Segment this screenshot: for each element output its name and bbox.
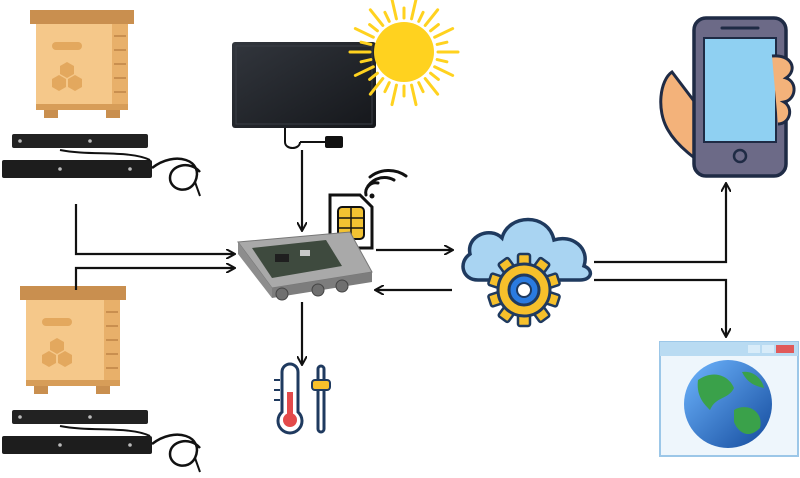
smartphone-icon <box>659 16 796 178</box>
cloud-gear-icon <box>461 217 593 328</box>
solar-panel-icon <box>232 42 376 149</box>
thermometer-icon <box>274 362 331 435</box>
beehive-top <box>30 10 134 118</box>
beehive-icon <box>20 286 126 394</box>
solar-panel <box>232 42 376 149</box>
wifi <box>364 169 408 199</box>
scale-bottom <box>2 410 201 473</box>
browser <box>659 341 799 457</box>
connectors <box>74 150 726 364</box>
controller <box>237 231 373 301</box>
weight-scale-icon <box>2 410 201 473</box>
browser-globe-icon <box>659 341 799 457</box>
sun <box>348 0 460 107</box>
beehive-icon <box>30 10 134 118</box>
wifi-icon <box>364 169 408 199</box>
sensor <box>274 362 331 435</box>
sun-icon <box>348 0 460 107</box>
controller-box-icon <box>237 231 373 301</box>
scale-top <box>2 134 201 197</box>
edge-cloud-browser <box>594 278 726 336</box>
edge-cloud-phone <box>594 184 726 264</box>
edge-scale-top-controller <box>74 204 234 254</box>
cloud <box>461 217 593 328</box>
weight-scale-icon <box>2 134 201 197</box>
edge-scale-bottom-controller <box>74 268 234 290</box>
phone <box>659 16 796 178</box>
beehive-bottom <box>20 286 126 394</box>
